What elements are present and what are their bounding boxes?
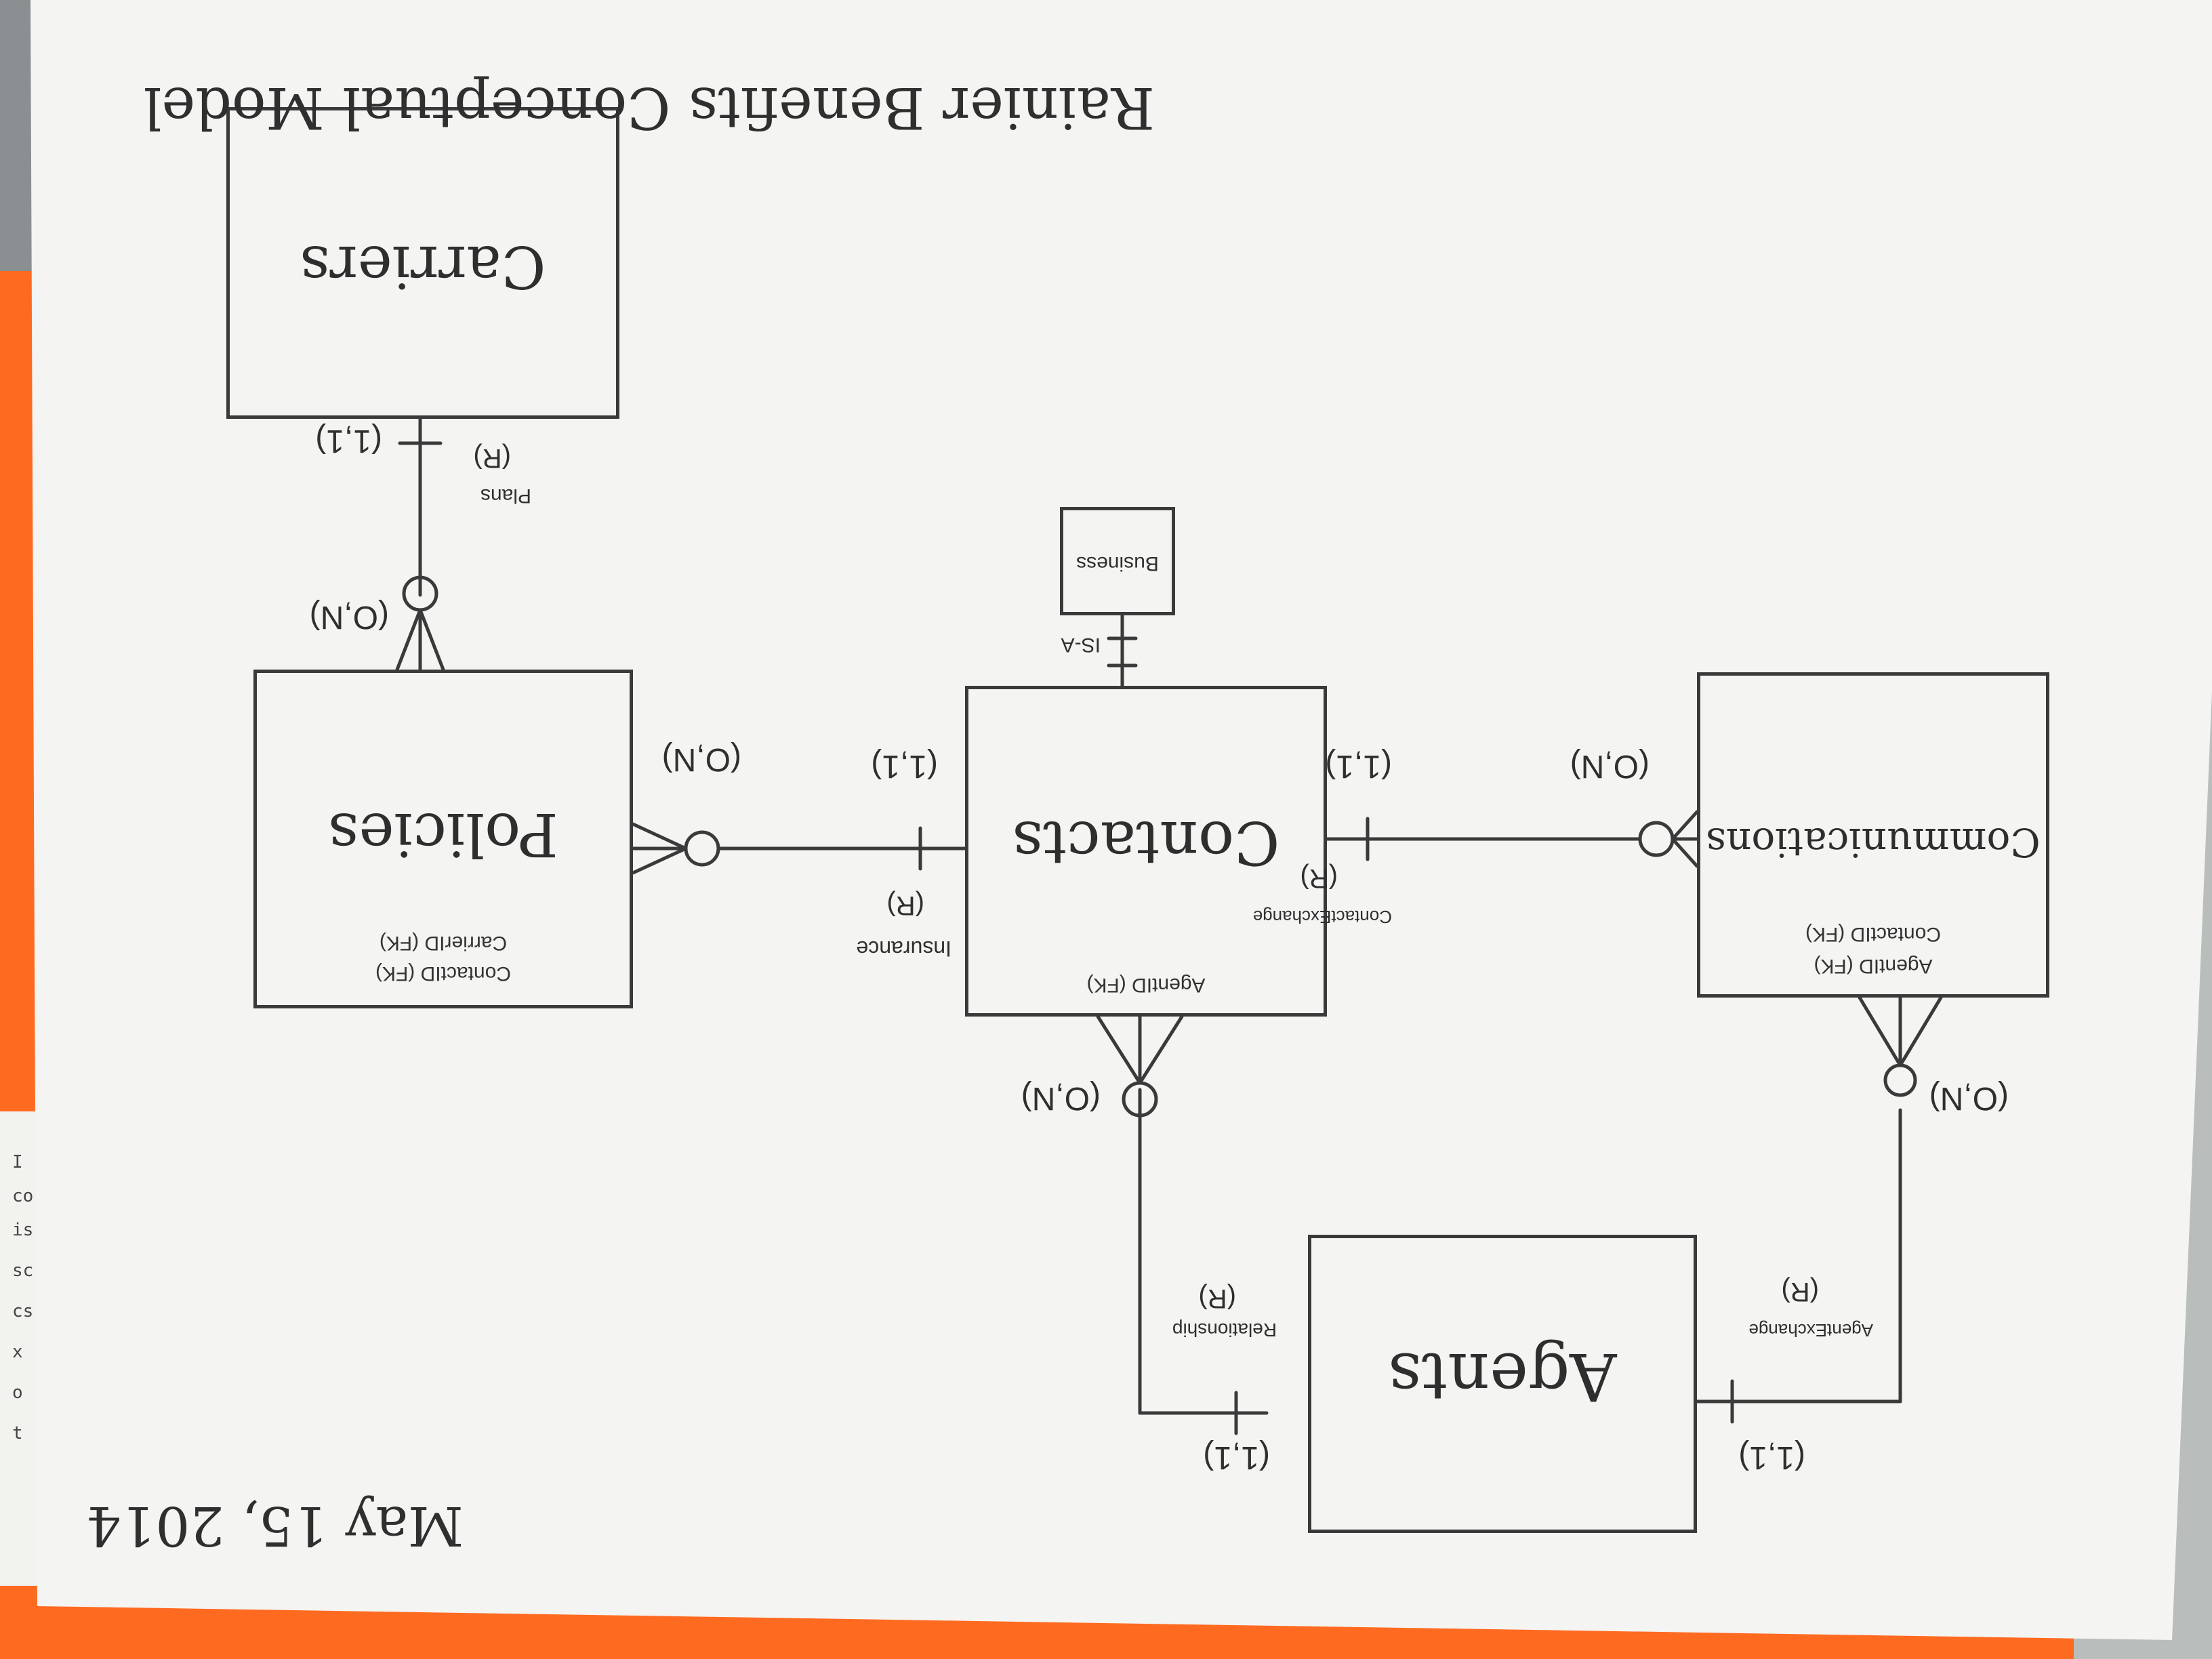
cardinality: (1,1) (1738, 1439, 1805, 1475)
cardinality: (O,N) (309, 599, 389, 635)
relationship-relationship-name: Relationship (1172, 1319, 1277, 1340)
relationship-agent-exchange-type: (R) (1781, 1277, 1819, 1307)
relationship-contact-exchange-name: ContactExchange (1252, 907, 1392, 927)
contacts-attribute: AgentID (FK) (1086, 974, 1206, 996)
relationship-insurance-name: Insurance (856, 937, 951, 961)
entity-communications-name: Communications (1706, 819, 2041, 865)
entity-agents-name: Agents (1388, 1338, 1617, 1414)
entity-carriers-name: Carriers (300, 232, 546, 300)
background-fragment: I (12, 1152, 23, 1172)
cardinality: (O,N) (661, 741, 741, 777)
relationship-agent-exchange-name: AgentExchange (1748, 1320, 1873, 1340)
cardinality: (1,1) (315, 423, 382, 459)
entity-communications: Communications AgentID (FK) ContactID (F… (1697, 672, 2049, 998)
background-fragment: o (12, 1382, 23, 1403)
cardinality: (1,1) (1325, 748, 1392, 784)
cardinality: (O,N) (1021, 1080, 1101, 1116)
entity-contacts-name: Contacts (1012, 808, 1280, 878)
relationship-relationship-type: (R) (1198, 1284, 1236, 1313)
relationship-plans-type: (R) (473, 443, 511, 473)
entity-contacts: Contacts AgentID (FK) (965, 686, 1327, 1017)
entity-business: Business (1060, 507, 1175, 615)
background-fragment: sc (12, 1261, 34, 1281)
entity-agents: Agents (1308, 1235, 1697, 1533)
entity-policies: Policies ContactID (FK) CarrierID (FK) (253, 670, 633, 1008)
policies-attribute: ContactID (FK) (375, 962, 512, 985)
entity-business-name: Business (1076, 552, 1159, 575)
entity-policies-name: Policies (328, 800, 558, 869)
communications-attribute: ContactID (FK) (1805, 923, 1942, 945)
cardinality: (1,1) (1203, 1439, 1270, 1475)
diagram-date: May 15, 2014 (86, 1494, 464, 1557)
background-fragment: x (12, 1342, 23, 1362)
cardinality: (1,1) (871, 748, 938, 784)
background-fragment: t (12, 1423, 23, 1443)
background-fragment: co (12, 1186, 34, 1206)
cardinality: (O,N) (1570, 748, 1650, 784)
relationship-is-a-name: IS-A (1061, 634, 1101, 656)
diagram-title: Rainier Benefits Conceptual Model (143, 75, 1155, 141)
background-fragment: cs (12, 1301, 34, 1322)
policies-attribute: CarrierID (FK) (379, 932, 508, 954)
relationship-plans-name: Plans (480, 485, 531, 507)
entity-carriers: Carriers (226, 107, 619, 419)
background-fragment: is (12, 1220, 34, 1240)
relationship-insurance-type: (R) (886, 890, 924, 920)
relationship-contact-exchange-type: (R) (1300, 863, 1338, 893)
communications-attribute: AgentID (FK) (1814, 955, 1933, 977)
cardinality: (O,N) (1929, 1080, 2009, 1116)
